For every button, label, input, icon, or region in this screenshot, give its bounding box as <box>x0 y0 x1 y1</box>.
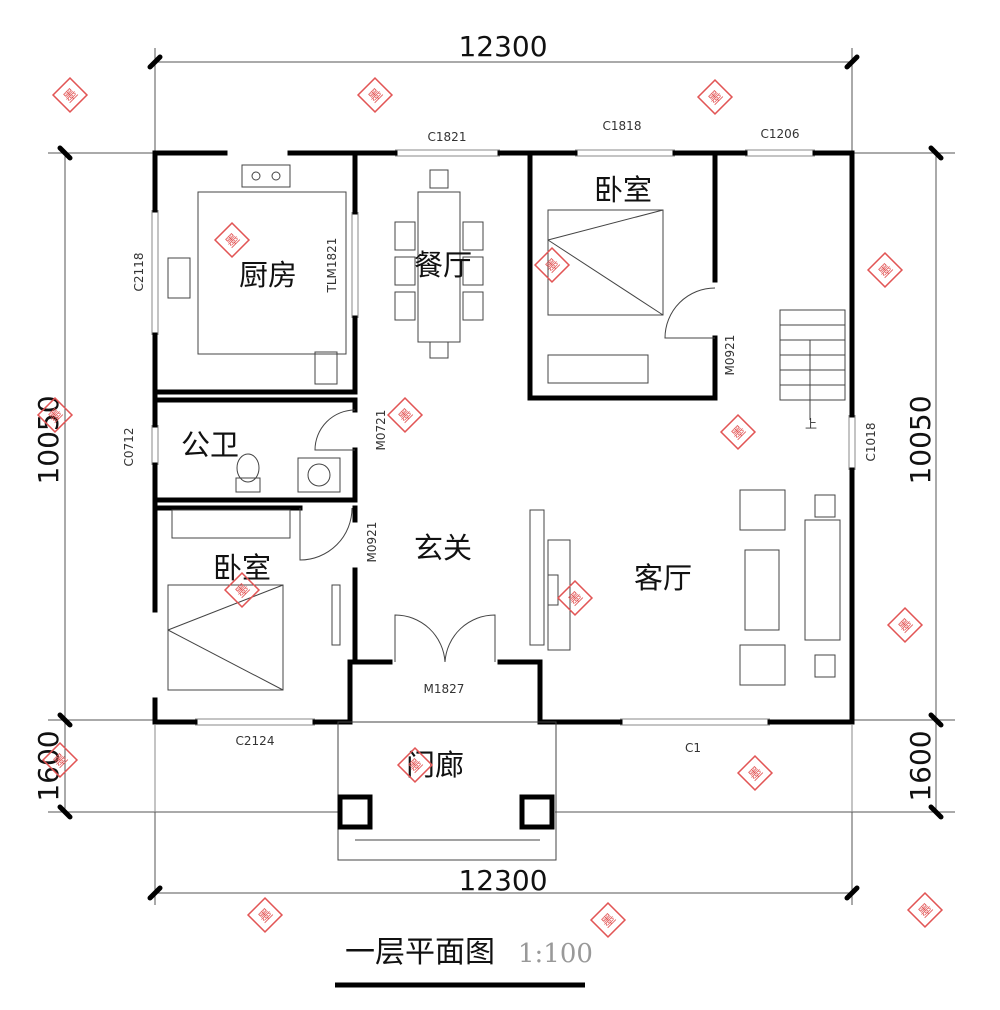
walls <box>152 150 855 725</box>
opening-tlm1821-label: TLM1821 <box>325 238 339 294</box>
watermark-stamp: 墨 <box>886 606 924 644</box>
watermark-stamp: 墨 <box>906 891 944 929</box>
watermark-stamp: 墨 <box>246 896 284 934</box>
watermark-stamp: 墨 <box>556 579 594 617</box>
dimension-bottom-width: 12300 <box>458 864 547 897</box>
furniture: 上 <box>167 164 846 861</box>
opening-m1827-label: M1827 <box>424 682 465 696</box>
room-dining-label: 餐厅 <box>414 248 472 282</box>
watermark-stamp: 墨 <box>533 246 571 284</box>
watermark-stamp: 墨 <box>736 754 774 792</box>
dimension-lines <box>48 48 955 905</box>
opening-c1206-label: C1206 <box>761 127 800 141</box>
dimension-left-height: 10050 <box>32 395 65 484</box>
doors <box>299 287 716 663</box>
watermark-stamp: 墨 <box>719 413 757 451</box>
watermark-stamp: 墨 <box>866 251 904 289</box>
room-living-label: 客厅 <box>634 561 692 595</box>
windows <box>151 149 856 726</box>
opening-c2118-label: C2118 <box>132 253 146 292</box>
drawing-title: 一层平面图 1:100 <box>335 935 593 988</box>
drawing-title-text: 一层平面图 <box>345 935 495 970</box>
watermark-stamp: 墨 <box>213 221 251 259</box>
opening-c0712-label: C0712 <box>122 428 136 467</box>
opening-c1-label: C1 <box>685 741 701 755</box>
opening-c2124-label: C2124 <box>236 734 275 748</box>
opening-m0921-bed-label: M0921 <box>723 335 737 376</box>
dimension-right-height: 10050 <box>904 395 937 484</box>
watermark-stamp: 墨 <box>696 78 734 116</box>
opening-c1821-label: C1821 <box>428 130 467 144</box>
stair-up-mark: 上 <box>805 417 817 431</box>
room-bathroom-label: 公卫 <box>181 428 239 462</box>
watermark-stamp: 墨 <box>386 396 424 434</box>
dimension-right-porch: 1600 <box>904 730 937 801</box>
opening-c1818-label: C1818 <box>603 119 642 133</box>
dimension-ticks <box>57 54 944 901</box>
room-bedroom-sw-label: 卧室 <box>213 551 271 585</box>
drawing-scale: 1:100 <box>518 939 593 969</box>
room-bedroom-ne-label: 卧室 <box>594 173 652 207</box>
watermark-stamp: 墨 <box>589 901 627 939</box>
opening-m0721-label: M0721 <box>374 410 388 451</box>
watermark-stamp: 墨 <box>51 76 89 114</box>
opening-c1018-label: C1018 <box>864 423 878 462</box>
stairs <box>779 309 846 420</box>
opening-m0921-bed2-label: M0921 <box>365 522 379 563</box>
dimension-top-width: 12300 <box>458 30 547 63</box>
watermark-stamp: 墨 <box>356 76 394 114</box>
room-kitchen-label: 厨房 <box>239 258 297 292</box>
room-porch-label: 门廊 <box>406 748 464 782</box>
room-entrance-label: 玄关 <box>414 531 472 565</box>
